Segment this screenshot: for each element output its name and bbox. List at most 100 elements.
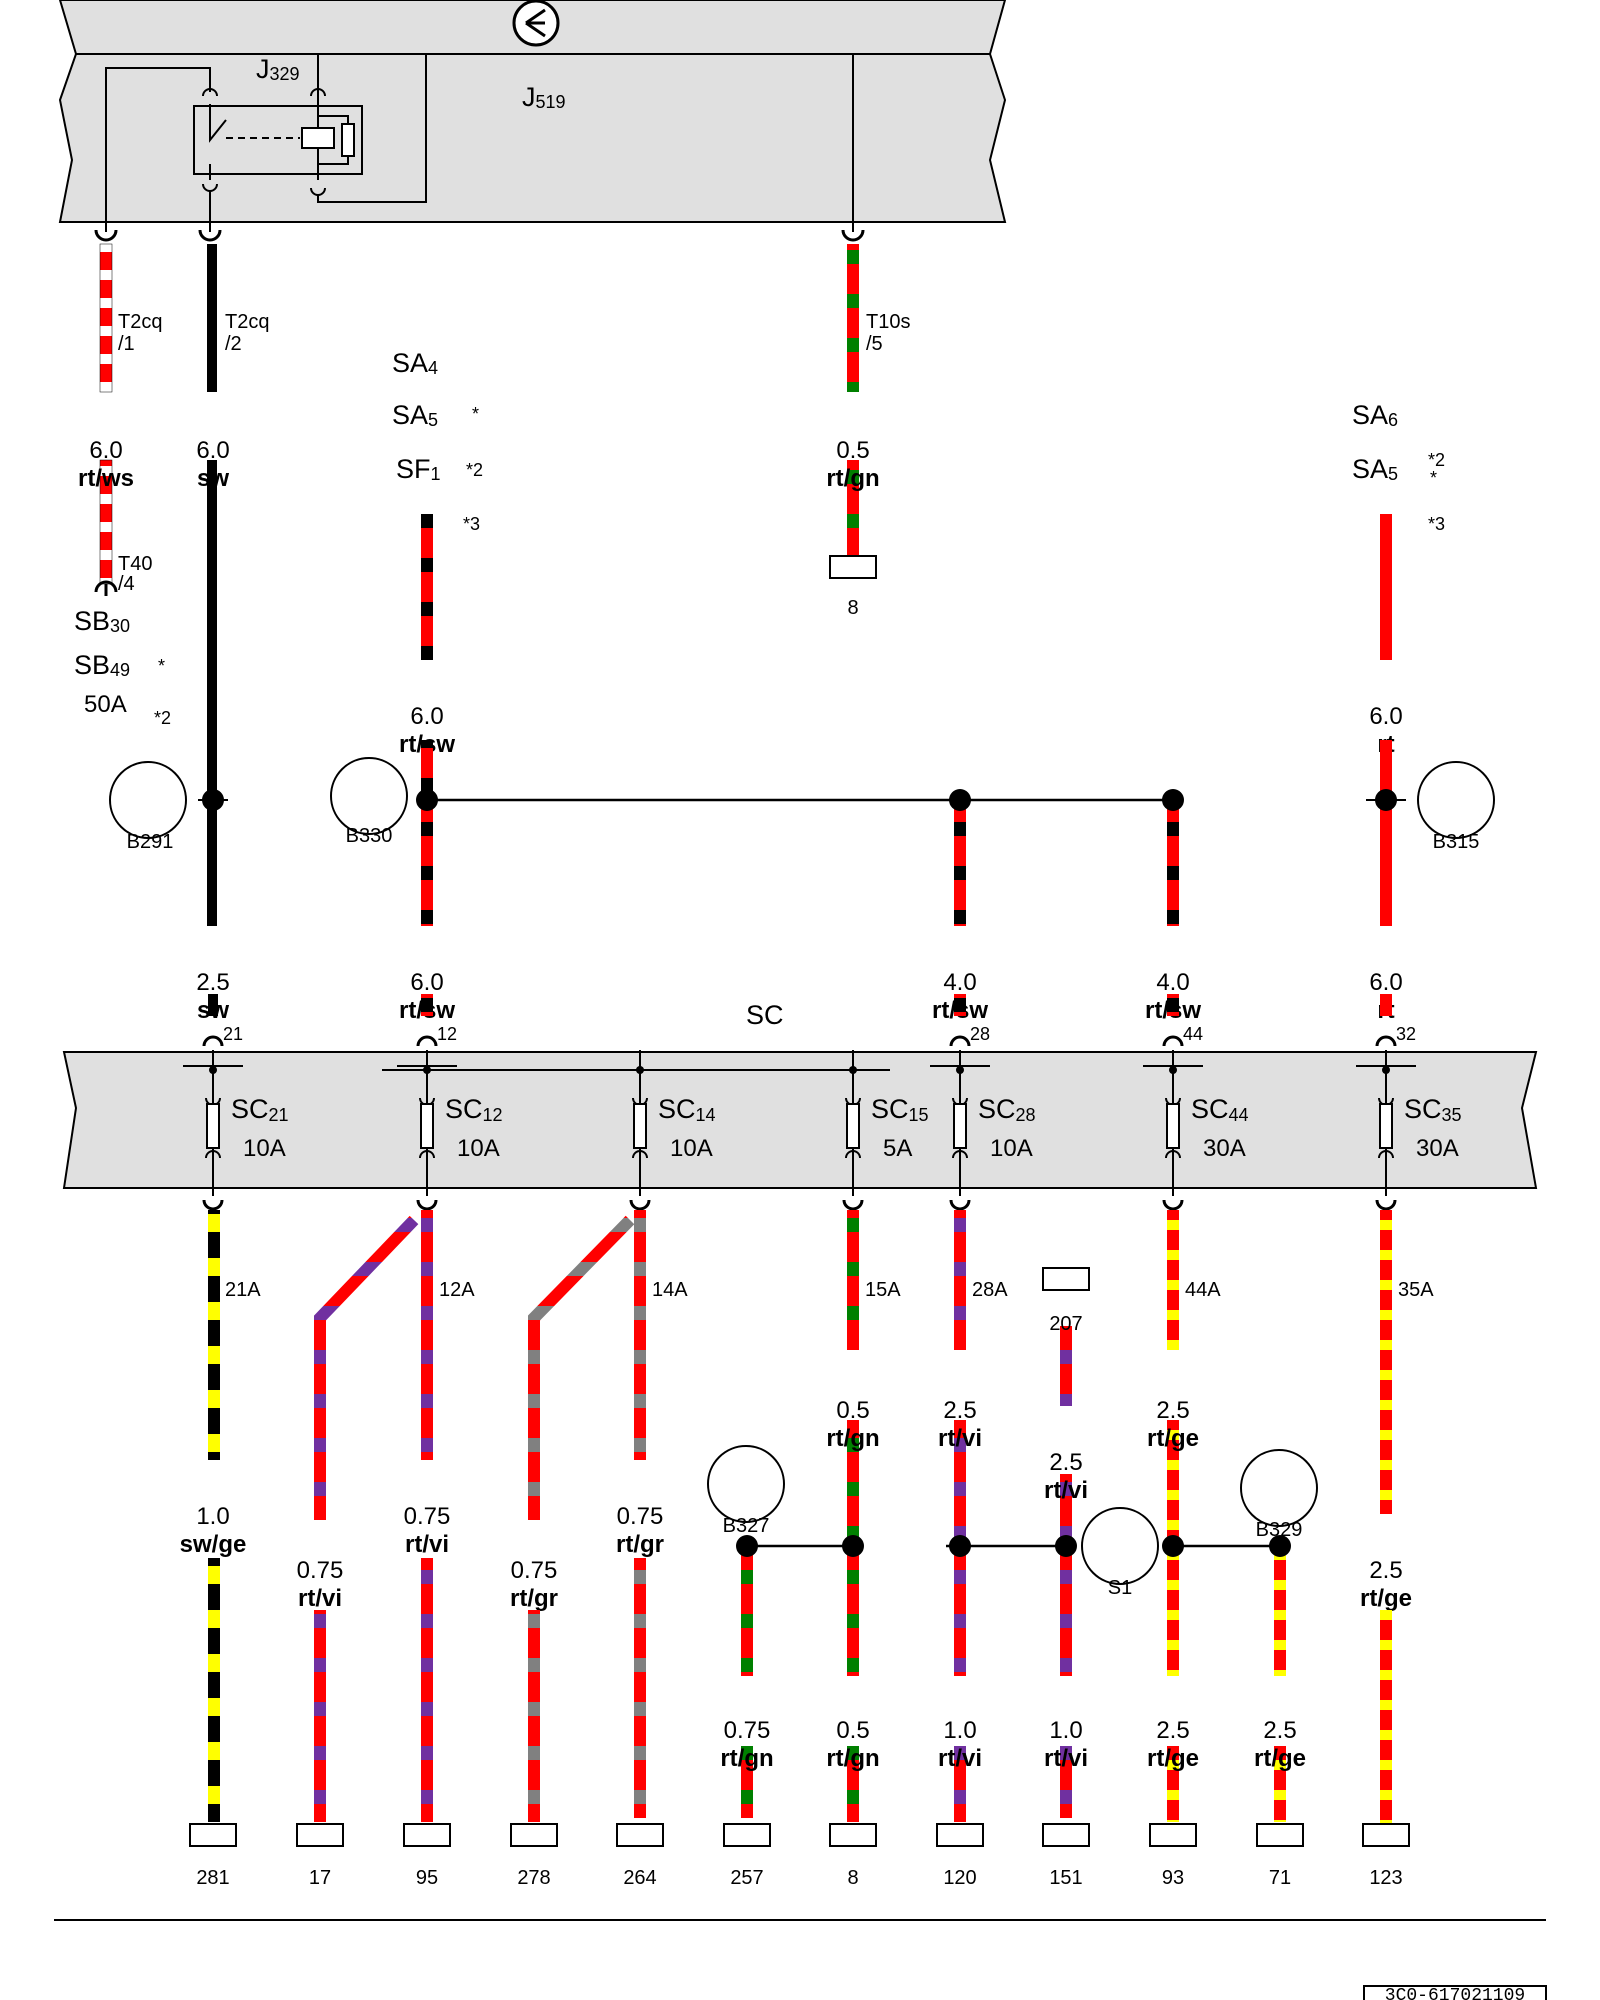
lower-wires — [208, 1210, 1392, 1520]
ground-circle: B291 — [109, 761, 187, 853]
wire-size: 0.75 — [617, 1503, 664, 1530]
wire-sw-main — [207, 244, 217, 926]
wire-color: rt/gr — [616, 1531, 664, 1558]
wire-size: 4.0 — [1156, 969, 1189, 996]
fuse-name: SC12 — [445, 1094, 503, 1125]
pin-label: 21 — [223, 1024, 243, 1044]
fuse-mark: * — [472, 404, 479, 424]
terminal-label: 95 — [416, 1867, 438, 1889]
wire-size: 2.5 — [1156, 1397, 1189, 1424]
fuse-label: SA4 — [392, 348, 438, 378]
bus-b330 — [416, 740, 1184, 926]
terminal: 95 — [403, 1823, 451, 1889]
terminal-label: 281 — [196, 1867, 229, 1889]
fuse-rating: 5A — [883, 1135, 912, 1162]
fuse-name: SC15 — [871, 1094, 929, 1125]
wire-rt-sw-upper — [421, 514, 433, 660]
fuse-name: SC35 — [1404, 1094, 1462, 1125]
fuse-mark: *2 — [1428, 450, 1445, 470]
wire-size: 4.0 — [943, 969, 976, 996]
terminal-label: 8 — [847, 1867, 858, 1889]
wire-size: 0.5 — [836, 437, 869, 464]
fuse-mark: * — [158, 656, 165, 676]
right-wire-b315 — [1366, 740, 1406, 926]
svg-text:B327: B327 — [723, 1515, 770, 1537]
terminal-label: 151 — [1049, 1867, 1082, 1889]
ground-circle: B327 — [707, 1445, 785, 1537]
terminal: 120 — [936, 1823, 984, 1889]
fuse-row: 21SC2110A21A12SC1210A12ASC1410A14ASC155A… — [183, 1024, 1462, 1301]
wire-size: 2.5 — [1049, 1449, 1082, 1476]
wire-size: 2.5 — [1156, 1717, 1189, 1744]
pin-label: 28 — [970, 1024, 990, 1044]
fuse-mark: *2 — [154, 708, 171, 728]
pin-label: 32 — [1396, 1024, 1416, 1044]
wire-size: 1.0 — [196, 1503, 229, 1530]
terminal: 123 — [1362, 1823, 1410, 1889]
terminal: 8 — [829, 1823, 877, 1889]
wire-color: sw/ge — [180, 1531, 247, 1558]
pin-label: 12 — [437, 1024, 457, 1044]
fuse-name: SC14 — [658, 1094, 716, 1125]
wire-color: rt/gn — [826, 1745, 879, 1772]
terminal-label: 93 — [1162, 1867, 1184, 1889]
wire-size: 6.0 — [410, 969, 443, 996]
output-label: 44A — [1185, 1279, 1221, 1301]
connector-cups-top — [94, 229, 865, 242]
pin-label: 44 — [1183, 1024, 1203, 1044]
wire-size: 0.5 — [836, 1397, 869, 1424]
wire-color: rt/vi — [1044, 1477, 1088, 1504]
fuse-name: SC44 — [1191, 1094, 1249, 1125]
wire-color: rt/ge — [1147, 1425, 1199, 1452]
output-label: 12A — [439, 1279, 475, 1301]
control-unit-j519: J329 J519 — [58, 0, 1007, 232]
wire-label-group: 0.75 rt/gn 0.5 rt/gn 1.0 rt/vi 1.0 rt/vi… — [720, 1717, 1306, 1772]
terminal-label: 207 — [1049, 1313, 1082, 1335]
fuse-rating: 10A — [670, 1135, 713, 1162]
plug-label: T10s/5 — [866, 311, 910, 355]
wire-size: 6.0 — [196, 437, 229, 464]
fuse-rating: 30A — [1416, 1135, 1459, 1162]
wire-size: 2.5 — [196, 969, 229, 996]
svg-text:B291: B291 — [127, 831, 174, 853]
relay-j329 — [105, 54, 427, 232]
wire-size: 0.75 — [724, 1717, 771, 1744]
fuse-label: SB49 — [74, 650, 130, 680]
fuse-label: 50A — [84, 691, 127, 718]
fuse-label: SA5 — [392, 400, 438, 430]
svg-text:B330: B330 — [346, 825, 393, 847]
wire-size: 1.0 — [943, 1717, 976, 1744]
ground-circle: B329 — [1240, 1449, 1318, 1541]
terminal-label: 71 — [1269, 1867, 1291, 1889]
wire-color: rt/vi — [1044, 1745, 1088, 1772]
terminal-label: 120 — [943, 1867, 976, 1889]
wire-size: 0.5 — [836, 1717, 869, 1744]
wire-label-group: 1.0 sw/ge 0.75 rt/vi 0.75 rt/vi 0.75 rt/… — [180, 1397, 1412, 1612]
fuse-mark: *3 — [463, 514, 480, 534]
terminal-label: 8 — [847, 597, 858, 619]
fuse-rating: 10A — [457, 1135, 500, 1162]
terminal: 71 — [1256, 1823, 1304, 1889]
fuse-rating: 30A — [1203, 1135, 1246, 1162]
wire-size: 2.5 — [943, 1397, 976, 1424]
plug-label: T2cq/1 — [118, 311, 162, 355]
terminal: 278 — [510, 1823, 558, 1889]
wire-color: rt/gn — [826, 465, 879, 492]
ground-circle: B330 — [330, 757, 408, 847]
terminal-label: 257 — [730, 1867, 763, 1889]
fuse-label: SF1 — [396, 454, 441, 484]
wire-color: rt/vi — [938, 1745, 982, 1772]
terminal-label: 123 — [1369, 1867, 1402, 1889]
wire-color: rt/ge — [1360, 1585, 1412, 1612]
ground-symbol-icon — [512, 0, 560, 47]
svg-text:B315: B315 — [1433, 831, 1480, 853]
terminal-label: 17 — [309, 1867, 331, 1889]
wire-color: rt/ge — [1254, 1745, 1306, 1772]
